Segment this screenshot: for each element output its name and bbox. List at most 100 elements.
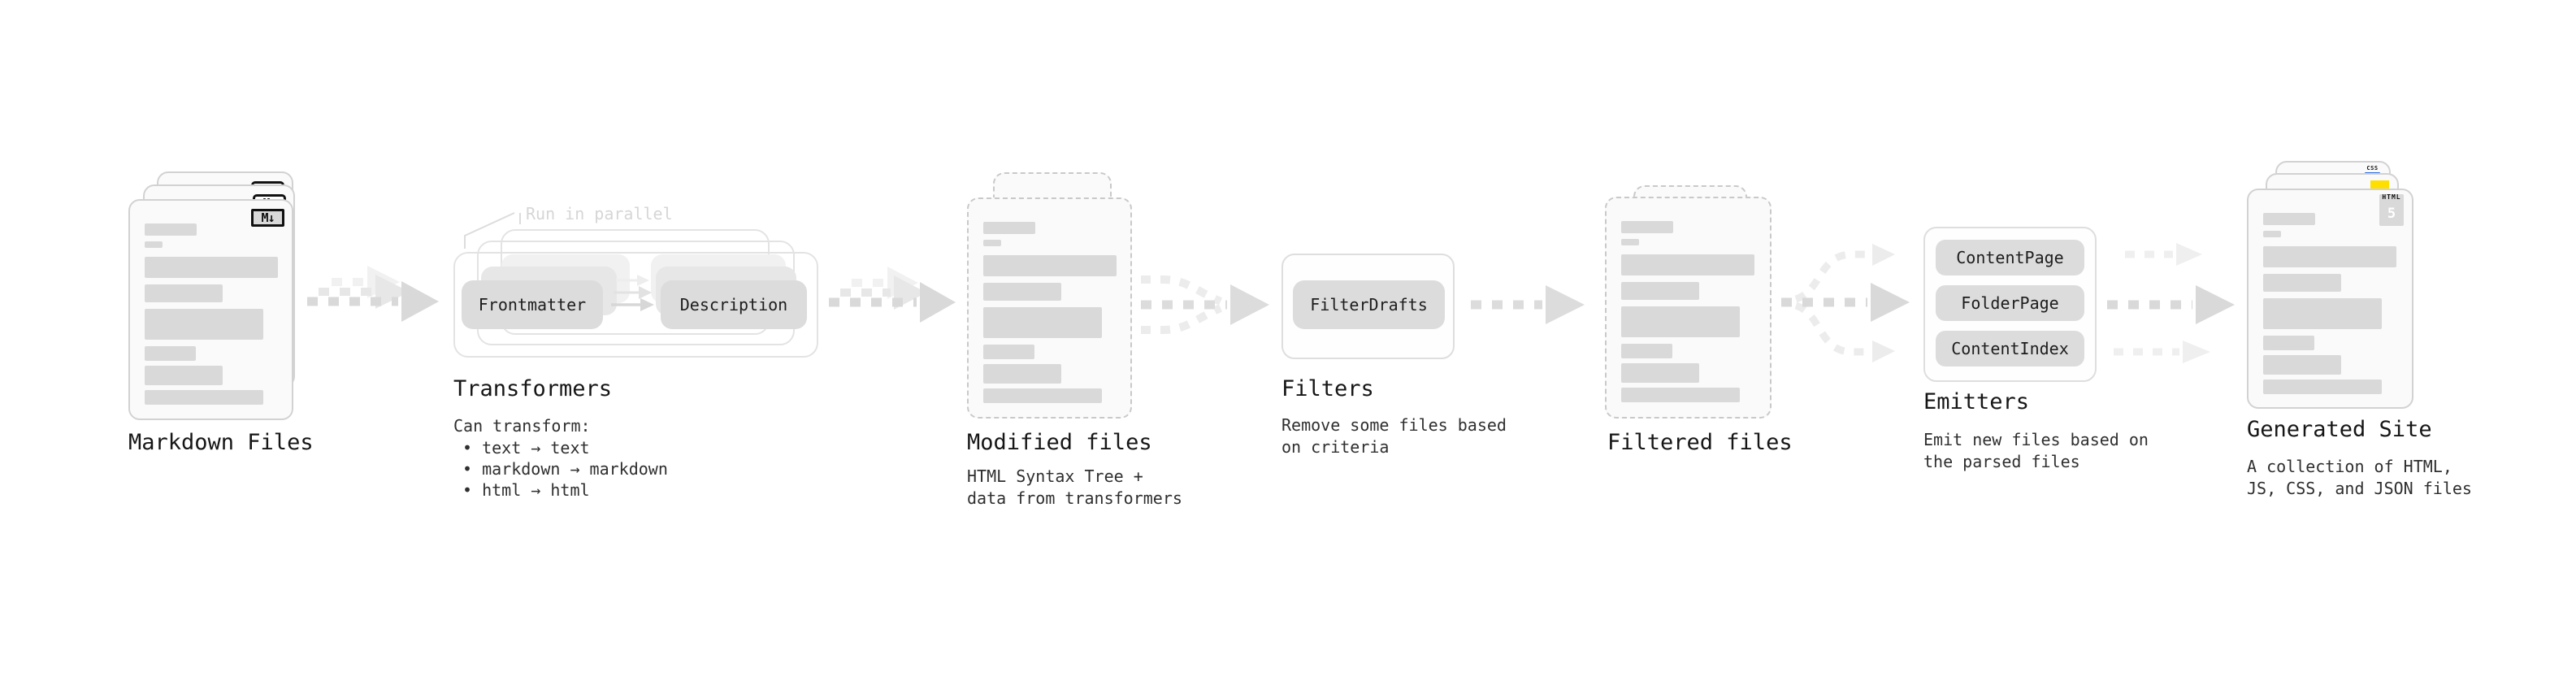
skeleton-line <box>2263 213 2315 225</box>
arrow-modified-to-filters <box>1141 275 1269 334</box>
subtitle-line: data from transformers <box>967 488 1182 508</box>
arrow-markdown-to-transformers <box>307 266 439 322</box>
markdown-icon: M↓ <box>251 181 284 199</box>
markdown-icon: M↓ <box>253 194 286 212</box>
markdown-icon: M↓ <box>251 209 284 227</box>
html5-icon: HTML 5 <box>2379 194 2404 226</box>
transformers-heading: Can transform: <box>453 416 591 436</box>
skeleton-line <box>145 366 223 385</box>
css-icon: CSS <box>2365 166 2380 175</box>
modified-doc-card-front <box>967 197 1132 419</box>
skeleton-line <box>2263 298 2382 329</box>
modified-files-title: Modified files <box>967 430 1152 455</box>
run-in-parallel-label: Run in parallel <box>526 204 673 223</box>
description-chip-back <box>651 254 786 303</box>
emitters-subtitle: Emit new files based on the parsed files <box>1923 429 2149 473</box>
skeleton-line <box>145 257 278 278</box>
description-chip-middle <box>656 267 796 315</box>
subtitle-line: Emit new files based on <box>1923 430 2149 449</box>
emitters-box: ContentPage FolderPage ContentIndex <box>1923 227 2097 382</box>
filterdrafts-chip: FilterDrafts <box>1293 280 1445 329</box>
generated-site-title: Generated Site <box>2247 417 2432 442</box>
skeleton-line <box>983 255 1117 276</box>
skeleton-line <box>2263 355 2341 375</box>
filters-title: Filters <box>1281 376 1374 401</box>
description-chip: Description <box>661 280 807 329</box>
skeleton-line <box>983 345 1034 359</box>
skeleton-line <box>983 388 1102 403</box>
skeleton-line <box>983 364 1061 384</box>
transformer-instance-box-back <box>501 229 770 335</box>
subtitle-line: on criteria <box>1281 437 1390 457</box>
skeleton-line <box>2263 380 2382 394</box>
site-doc-card-middle <box>2266 173 2399 376</box>
filtered-doc-card-front <box>1605 197 1772 419</box>
folderpage-chip: FolderPage <box>1936 285 2084 321</box>
site-doc-card-back: CSS <box>2275 161 2391 356</box>
emitters-title: Emitters <box>1923 389 2030 414</box>
skeleton-line <box>983 307 1102 338</box>
skeleton-line <box>1621 344 1672 358</box>
html5-icon-shield: 5 <box>2379 202 2404 226</box>
arrow-filtered-to-emitters <box>1781 244 1910 362</box>
site-doc-card-front: HTML 5 <box>2247 189 2413 409</box>
subtitle-line: HTML Syntax Tree + <box>967 466 1143 486</box>
css-icon-label: CSS <box>2366 165 2379 171</box>
markdown-files-title: Markdown Files <box>128 430 314 455</box>
frontmatter-chip-back <box>501 254 630 303</box>
filtered-files-title: Filtered files <box>1607 430 1793 455</box>
transformer-instance-box-middle <box>477 241 795 345</box>
filtered-doc-card-back <box>1633 185 1747 234</box>
skeleton-line <box>145 390 263 405</box>
skeleton-line <box>1621 282 1699 300</box>
skeleton-line <box>983 283 1061 301</box>
css-icon-bar <box>2365 172 2380 175</box>
skeleton-line <box>145 346 196 361</box>
skeleton-line <box>145 223 197 236</box>
transformers-title: Transformers <box>453 376 613 401</box>
skeleton-line <box>145 241 163 248</box>
subtitle-line: JS, CSS, and JSON files <box>2247 479 2472 498</box>
transformers-bullet: • markdown → markdown <box>462 459 668 479</box>
skeleton-line <box>2263 246 2396 267</box>
filters-box <box>1281 254 1455 359</box>
generated-site-subtitle: A collection of HTML, JS, CSS, and JSON … <box>2247 456 2472 500</box>
filters-subtitle: Remove some files based on criteria <box>1281 414 1507 458</box>
modified-files-subtitle: HTML Syntax Tree + data from transformer… <box>967 466 1182 510</box>
js-icon <box>2370 180 2389 198</box>
contentindex-chip: ContentIndex <box>1936 331 2084 367</box>
skeleton-line <box>1621 254 1754 275</box>
arrow-frontmatter-to-description <box>611 275 654 311</box>
markdown-doc-card-back: M↓ <box>157 171 293 367</box>
html5-icon-label: HTML <box>2379 194 2404 201</box>
skeleton-line <box>1621 306 1740 337</box>
run-in-parallel-leader-line <box>464 212 521 249</box>
skeleton-line <box>145 309 263 340</box>
modified-doc-card-back <box>993 172 1112 231</box>
transformers-bullet: • text → text <box>462 438 590 458</box>
skeleton-line <box>145 284 223 302</box>
skeleton-line <box>2263 231 2281 237</box>
subtitle-line: Remove some files based <box>1281 415 1507 435</box>
skeleton-line <box>983 240 1001 246</box>
arrow-filters-to-filtered <box>1471 285 1585 324</box>
subtitle-line: A collection of HTML, <box>2247 457 2452 476</box>
transformer-instance-box-front <box>453 252 818 358</box>
skeleton-line <box>983 222 1035 234</box>
skeleton-line <box>1621 239 1639 245</box>
transformers-bullet: • html → html <box>462 480 590 500</box>
arrow-transformers-to-modified <box>829 267 956 323</box>
skeleton-line <box>1621 221 1673 233</box>
frontmatter-chip: Frontmatter <box>462 280 603 329</box>
skeleton-line <box>1621 388 1740 402</box>
frontmatter-chip-middle <box>481 267 617 315</box>
skeleton-line <box>2263 336 2314 350</box>
arrow-emitters-to-site <box>2107 243 2235 363</box>
